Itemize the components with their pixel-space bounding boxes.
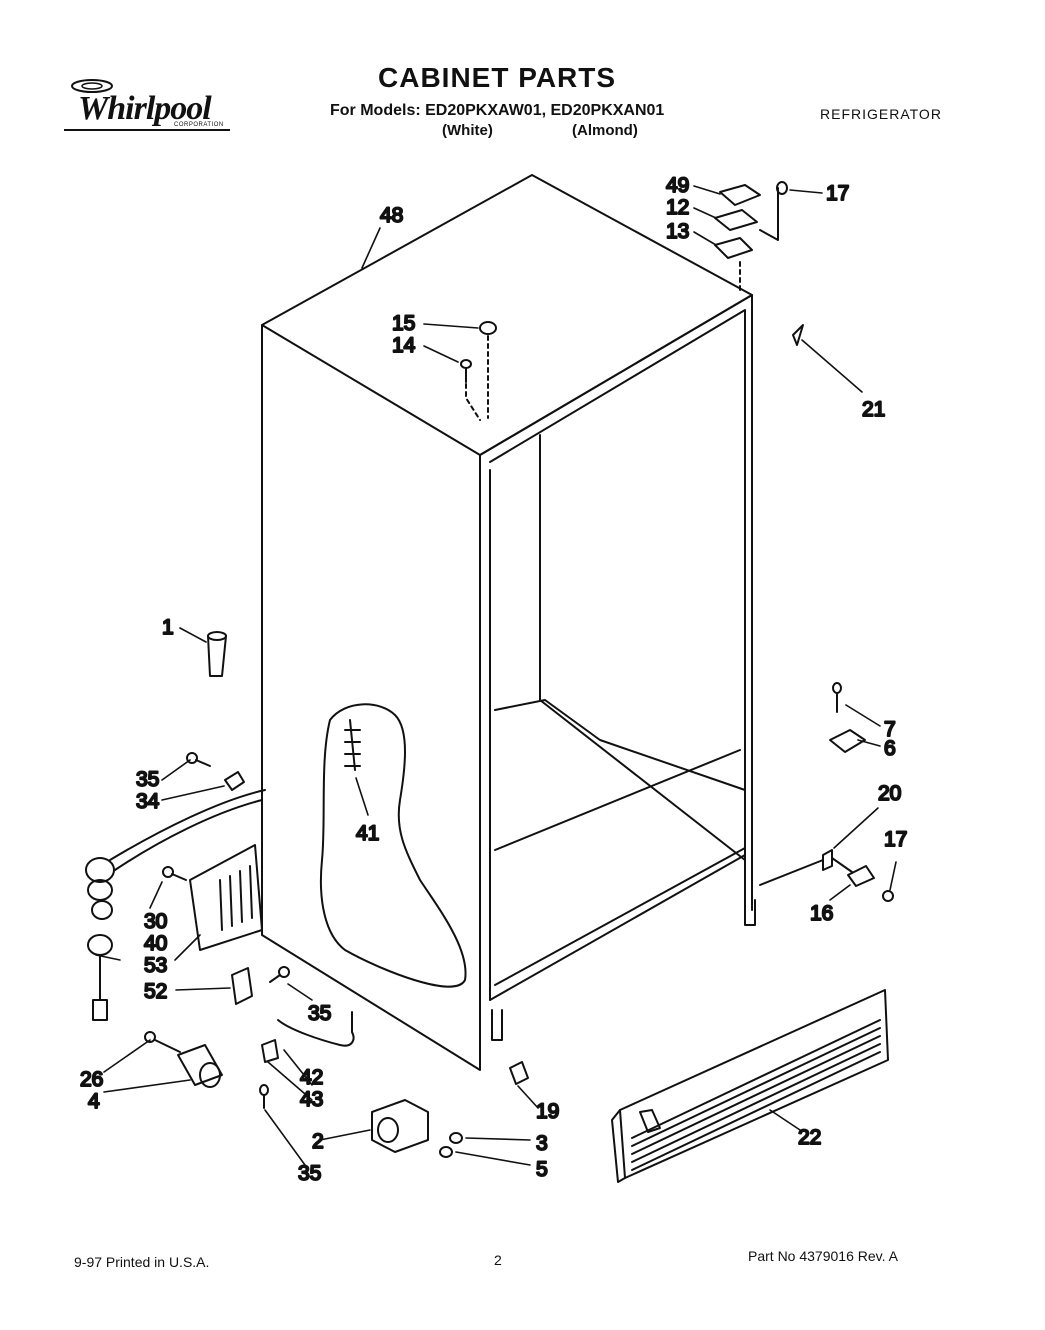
callout-14: 14 <box>392 334 416 357</box>
part-26-screw <box>144 1031 181 1053</box>
models-line: For Models: ED20PKXAW01, ED20PKXAN01 <box>330 102 665 119</box>
footer-part-number: Part No 4379016 Rev. A <box>748 1248 898 1264</box>
cabinet-shell <box>261 174 756 1071</box>
callout-26: 26 <box>80 1068 103 1091</box>
callout-7: 7 <box>884 718 896 741</box>
callout-52: 52 <box>144 980 167 1003</box>
callout-34: 34 <box>136 790 160 813</box>
appliance-type: REFRIGERATOR <box>820 106 942 122</box>
callout-13: 13 <box>666 220 689 243</box>
callout-40: 40 <box>144 932 167 955</box>
logo-subtext: CORPORATION <box>174 122 224 128</box>
whirlpool-logo <box>64 79 230 131</box>
part-5-nut <box>439 1146 453 1158</box>
callout-17-top: 17 <box>826 182 849 205</box>
callout-20: 20 <box>878 782 901 805</box>
part-52-relay <box>231 967 253 1005</box>
part-20-clip <box>822 849 833 871</box>
callout-35-lower: 35 <box>298 1162 321 1185</box>
callout-2: 2 <box>312 1130 324 1153</box>
part-43-clip <box>261 1039 279 1063</box>
logo-wordmark: Whirlpool <box>78 90 212 127</box>
callout-3: 3 <box>536 1132 548 1155</box>
part-16-bracket <box>847 865 875 887</box>
part-4-roller <box>177 1044 223 1088</box>
hinge-parts <box>714 184 779 291</box>
callout-6: 6 <box>884 737 896 760</box>
footer-printed: 9-97 Printed in U.S.A. <box>74 1254 210 1270</box>
callout-43: 43 <box>300 1088 323 1111</box>
footer-page-number: 2 <box>494 1252 502 1268</box>
callout-53: 53 <box>144 954 167 977</box>
callout-41: 41 <box>356 822 379 845</box>
part-42-tube <box>277 1011 355 1047</box>
callout-42: 42 <box>300 1066 323 1089</box>
part-2-roller-bracket <box>371 1099 429 1153</box>
callout-15: 15 <box>392 312 415 335</box>
part-30-screw <box>162 866 187 881</box>
page-title: CABINET PARTS <box>378 62 617 93</box>
part-15-plug <box>479 321 497 335</box>
part-3-screw <box>449 1132 463 1144</box>
color-white-label: (White) <box>442 122 493 139</box>
part-22-grille <box>611 989 889 1183</box>
part-1-cup <box>207 631 227 677</box>
color-almond-label: (Almond) <box>572 122 638 139</box>
leader-dashed-top <box>465 335 489 421</box>
callout-22: 22 <box>798 1126 821 1149</box>
callout-17-lower: 17 <box>884 828 907 851</box>
part-34-clamp <box>224 771 245 791</box>
part-35-screw-upper <box>186 752 211 767</box>
part-19-clip <box>509 1061 529 1085</box>
callout-35-upper: 35 <box>136 768 159 791</box>
cutaway-outline <box>319 703 467 988</box>
part-17-screw-top <box>776 181 788 195</box>
part-41-cable <box>344 719 361 771</box>
part-7-screw <box>832 682 842 713</box>
callout-35-mid: 35 <box>308 1002 331 1025</box>
part-35-screw-lower <box>259 1084 269 1109</box>
part-21-clip <box>792 324 804 346</box>
leader-lines <box>95 185 897 1166</box>
callout-49: 49 <box>666 174 689 197</box>
callout-16: 16 <box>810 902 833 925</box>
callout-19: 19 <box>536 1100 559 1123</box>
callout-1: 1 <box>162 616 174 639</box>
leader-lines-right <box>759 857 853 886</box>
callout-4: 4 <box>88 1090 100 1113</box>
callout-12: 12 <box>666 196 689 219</box>
callout-21: 21 <box>862 398 885 421</box>
part-17-screw-lower <box>882 890 894 902</box>
part-35-screw-mid <box>269 966 290 983</box>
part-53-cover <box>189 844 263 951</box>
callout-30: 30 <box>144 910 167 933</box>
callout-48: 48 <box>380 204 403 227</box>
part-6-bracket <box>829 729 866 753</box>
part-40-power-cord <box>85 789 266 1021</box>
part-14-screw <box>460 359 472 383</box>
callout-5: 5 <box>536 1158 548 1181</box>
